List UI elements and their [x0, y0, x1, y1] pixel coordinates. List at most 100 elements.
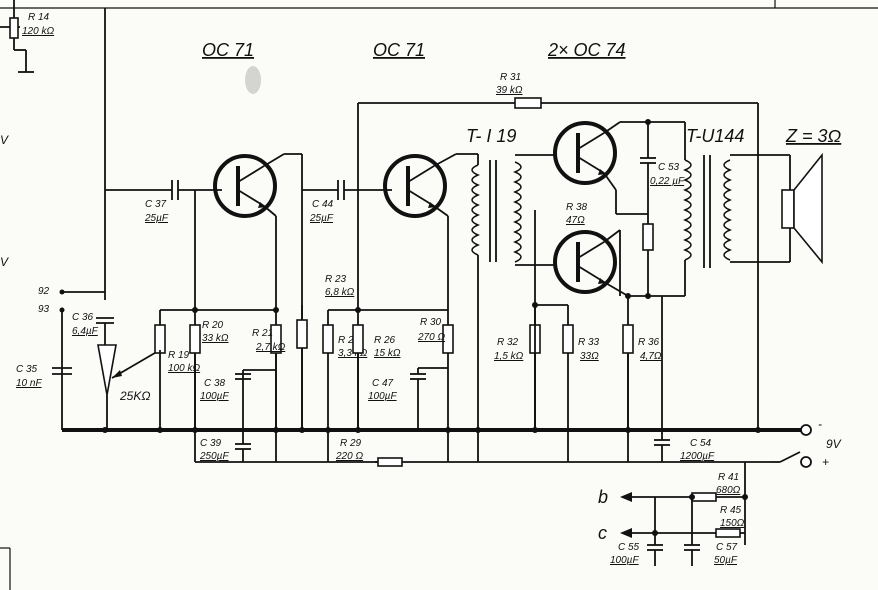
r29-name: R 29 [340, 438, 362, 449]
r31-name: R 31 [500, 72, 521, 83]
output-transformer [683, 122, 732, 296]
c54-name: C 54 [690, 438, 712, 449]
r36-resistor [622, 324, 634, 354]
speaker-icon [781, 152, 823, 265]
r33-value: 33Ω [580, 351, 599, 362]
supply-voltage-label: 9V [826, 437, 842, 451]
junction-dots [102, 119, 761, 536]
q4-collector-lead [603, 281, 629, 297]
edge-v-upper: V [0, 133, 9, 147]
r30-resistor [442, 324, 454, 354]
terminal-93-label: 93 [38, 304, 50, 315]
r20-name: R 20 [202, 320, 224, 331]
c53-value: 0,22 µF [650, 176, 685, 187]
supply-minus-terminal [800, 424, 812, 436]
c39-capacitor [194, 430, 251, 462]
r29-resistor [377, 457, 403, 467]
c35-name: C 35 [16, 364, 38, 375]
terminal-92-label: 92 [38, 286, 50, 297]
r45-resistor [715, 528, 741, 538]
c36-value: 6,4µF [72, 326, 99, 337]
c47-name: C 47 [372, 378, 394, 389]
r33-name: R 33 [578, 337, 600, 348]
stage1-smudge [245, 66, 261, 94]
r29-value: 220 Ω [335, 451, 363, 462]
r26-value: 15 kΩ [374, 348, 401, 359]
r30-value: 270 Ω [417, 332, 445, 343]
c35-capacitor [52, 367, 72, 375]
q3-emitter-lead [603, 172, 617, 191]
supply-plus-label: + [822, 455, 829, 469]
stage1-heading: OC 71 [202, 40, 254, 60]
edge-v-lower: V [0, 255, 9, 269]
pot-value: 25KΩ [119, 389, 150, 403]
volume-potentiometer [97, 344, 161, 430]
q2-transistor [383, 154, 447, 218]
q4-transistor [553, 230, 617, 294]
ground-taps [159, 305, 629, 462]
r36-name: R 36 [638, 337, 660, 348]
r32-name: R 32 [497, 337, 519, 348]
r14-resistor [0, 0, 34, 73]
output-transformer-label: T-U144 [686, 126, 744, 146]
q1-emitter-lead [263, 205, 277, 217]
driver-transformer-label: T- I 19 [466, 126, 516, 146]
c38-value: 100µF [200, 391, 229, 402]
r19-resistor [154, 324, 166, 354]
r30-name: R 30 [420, 317, 442, 328]
c54-value: 1200µF [680, 451, 715, 462]
c-label: c [598, 523, 607, 543]
q3-transistor [553, 121, 617, 185]
c-arrow-icon [620, 528, 632, 538]
c57-value: 50µF [714, 555, 738, 566]
r14-value: 120 kΩ [22, 26, 54, 37]
c47-value: 100µF [368, 391, 397, 402]
b-label: b [598, 487, 608, 507]
c39-name: C 39 [200, 438, 222, 449]
load-impedance-label: Z = 3Ω [785, 126, 842, 146]
r19-name: R 19 [168, 350, 190, 361]
r23-value: 6,8 kΩ [325, 287, 355, 298]
q3-collector-lead [603, 121, 621, 134]
c44-name: C 44 [312, 199, 334, 210]
r41-value: 680Ω [716, 485, 741, 496]
r36-value: 4,7Ω [640, 351, 662, 362]
r45-name: R 45 [720, 505, 742, 516]
c55-capacitor [647, 497, 663, 566]
power-switch [779, 451, 801, 463]
r20-resistor [189, 324, 201, 354]
stage3-heading: 2× OC 74 [547, 40, 626, 60]
q2-emitter-lead [433, 205, 449, 217]
c37-capacitor [105, 180, 222, 200]
q4-emitter-lead [603, 229, 621, 243]
r21-value: 2,7 kΩ [255, 342, 286, 353]
r25-resistor [322, 324, 334, 354]
c35-value: 10 nF [16, 378, 42, 389]
c38-capacitor [235, 369, 276, 430]
r41-resistor [691, 492, 717, 502]
supply-plus-terminal [800, 456, 812, 468]
stage2-heading: OC 71 [373, 40, 425, 60]
r38-name: R 38 [566, 202, 588, 213]
c38-name: C 38 [204, 378, 226, 389]
r21-name: R 21 [252, 328, 273, 339]
c57-name: C 57 [716, 542, 738, 553]
q1-transistor [213, 154, 277, 218]
r45-value: 150Ω [720, 518, 745, 529]
c55-name: C 55 [618, 542, 640, 553]
driver-transformer [471, 160, 522, 430]
r23-name: R 23 [325, 274, 347, 285]
r14-name: R 14 [28, 12, 50, 23]
c36-capacitor [96, 317, 114, 345]
c54-capacitor [654, 296, 670, 462]
r23-resistor [296, 319, 308, 349]
q1-collector-lead [263, 153, 285, 167]
c47-capacitor [410, 367, 448, 430]
q2-collector-lead [433, 153, 457, 167]
c53-capacitor [640, 122, 656, 214]
r32-value: 1,5 kΩ [494, 351, 524, 362]
r19-value: 100 kΩ [168, 363, 200, 374]
c44-capacitor [302, 180, 392, 200]
